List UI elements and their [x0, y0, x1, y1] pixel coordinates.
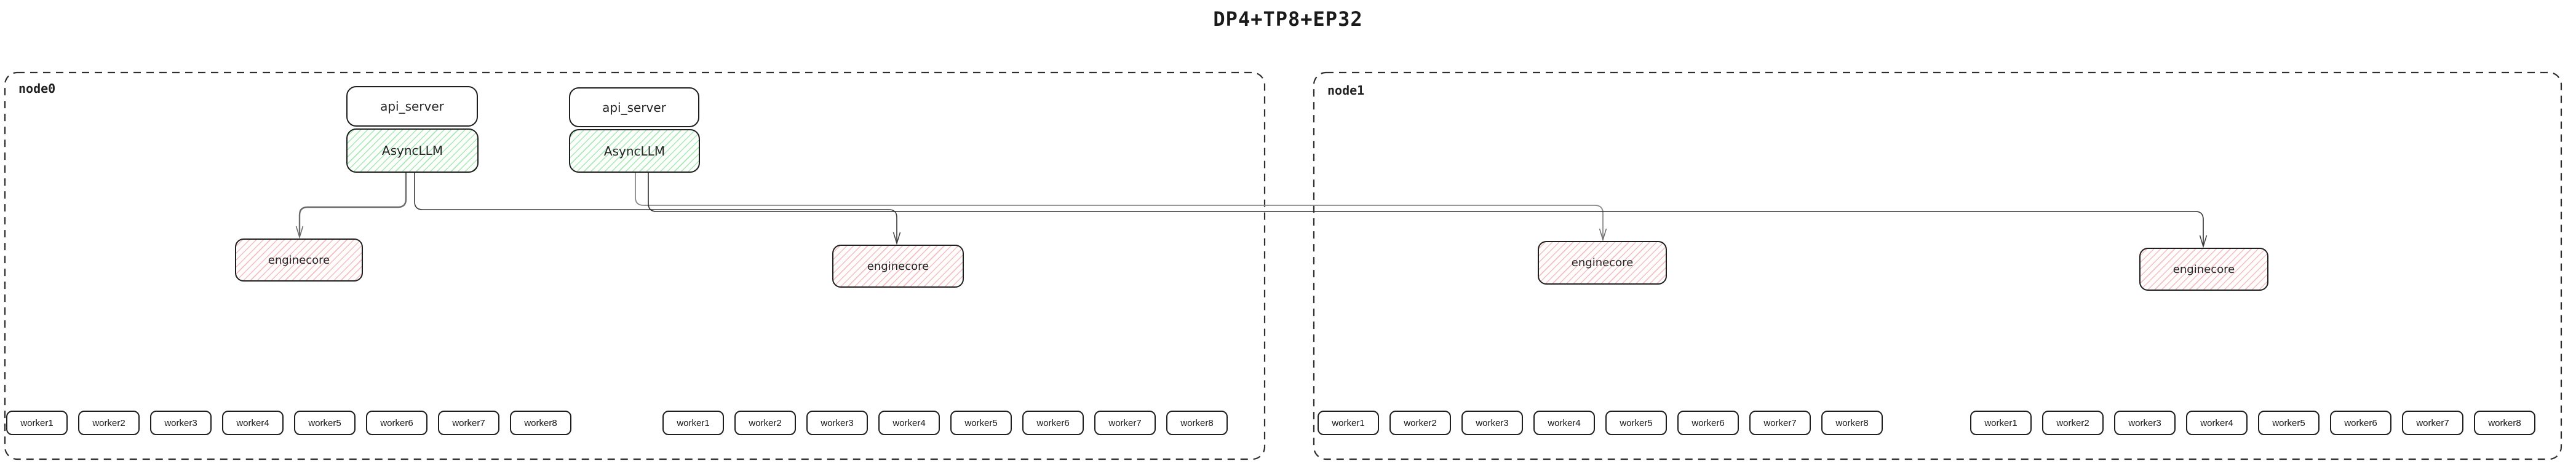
worker-row-node1-b: worker1 worker2 worker3 worker4 worker5 worke… — [1970, 411, 2535, 435]
enginecore-box-4: enginecore — [2139, 248, 2268, 291]
worker-box: worker2 — [2042, 411, 2104, 435]
arrowhead-enginecore3 — [1599, 228, 1607, 242]
worker-box: worker3 — [2114, 411, 2176, 435]
node0-border — [4, 71, 1266, 460]
wire-asyncllm2-to-enginecore4 — [648, 173, 2204, 245]
enginecore-box-3: enginecore — [1538, 241, 1667, 285]
node1-label: node1 — [1327, 83, 1365, 98]
node0-label: node0 — [18, 81, 56, 96]
node1-border — [1313, 71, 2562, 460]
worker-box: worker2 — [78, 411, 140, 435]
worker-box: worker1 — [1970, 411, 2032, 435]
worker-box: worker7 — [438, 411, 499, 435]
worker-box: worker8 — [510, 411, 571, 435]
worker-row-node0-a: worker1 worker2 worker3 worker4 worker5 worke… — [6, 411, 571, 435]
worker-row-node0-b: worker1 worker2 worker3 worker4 worker5 worke… — [662, 411, 1228, 435]
worker-box: worker3 — [1461, 411, 1523, 435]
enginecore-box-1: enginecore — [235, 238, 363, 282]
arrowhead-enginecore4 — [2199, 235, 2208, 248]
arrowhead-enginecore2 — [892, 232, 901, 245]
worker-box: worker4 — [878, 411, 940, 435]
worker-box: worker7 — [2402, 411, 2463, 435]
worker-box: worker6 — [366, 411, 427, 435]
worker-box: worker5 — [2258, 411, 2320, 435]
asyncllm-box-2: AsyncLLM — [569, 129, 700, 173]
worker-box: worker4 — [2186, 411, 2248, 435]
worker-box: worker6 — [1022, 411, 1084, 435]
worker-box: worker5 — [1605, 411, 1667, 435]
wire-asyncllm2-to-enginecore3 — [635, 173, 1604, 238]
worker-box: worker4 — [222, 411, 284, 435]
worker-box: worker2 — [734, 411, 796, 435]
worker-box: worker7 — [1094, 411, 1156, 435]
worker-box: worker5 — [950, 411, 1012, 435]
worker-box: worker1 — [662, 411, 724, 435]
worker-box: worker2 — [1389, 411, 1451, 435]
worker-box: worker6 — [2330, 411, 2391, 435]
worker-box: worker1 — [1318, 411, 1379, 435]
worker-box: worker8 — [1166, 411, 1228, 435]
worker-box: worker5 — [294, 411, 356, 435]
worker-box: worker8 — [2474, 411, 2535, 435]
worker-box: worker4 — [1533, 411, 1595, 435]
worker-row-node1-a: worker1 worker2 worker3 worker4 worker5 worke… — [1318, 411, 1883, 435]
worker-box: worker7 — [1749, 411, 1811, 435]
worker-box: worker3 — [150, 411, 212, 435]
arrowhead-enginecore1 — [295, 226, 304, 239]
worker-box: worker8 — [1821, 411, 1883, 435]
api-server-box-2: api_server — [569, 87, 699, 127]
wire-asyncllm1-to-enginecore2 — [414, 173, 897, 242]
diagram-title: DP4+TP8+EP32 — [1213, 7, 1363, 31]
enginecore-box-2: enginecore — [832, 245, 964, 288]
worker-box: worker3 — [806, 411, 868, 435]
worker-box: worker6 — [1677, 411, 1739, 435]
wire-asyncllm1-to-enginecore1 — [298, 173, 407, 235]
worker-box: worker1 — [6, 411, 68, 435]
asyncllm-box-1: AsyncLLM — [346, 128, 479, 173]
api-server-box-1: api_server — [346, 86, 478, 127]
